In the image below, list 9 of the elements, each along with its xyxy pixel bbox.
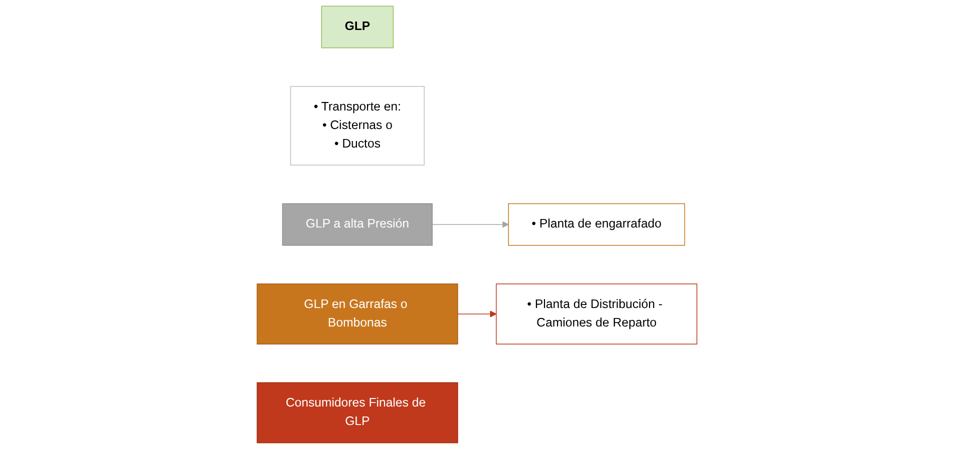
node-box: • Planta de Distribución - Camiones de Reparto: [495, 284, 697, 344]
node-box: GLP: [320, 6, 394, 48]
arrow: [431, 221, 508, 228]
node-box: GLP en Garrafas o Bombonas: [256, 284, 458, 344]
node-box: GLP a alta Presión: [282, 203, 432, 246]
arrow: [456, 310, 496, 318]
node-box: Consumidores Finales de GLP: [256, 382, 458, 444]
node-box: • Transporte en: • Cisternas o • Ductos: [290, 86, 424, 166]
node-box: • Planta de engarrafado: [508, 203, 685, 246]
